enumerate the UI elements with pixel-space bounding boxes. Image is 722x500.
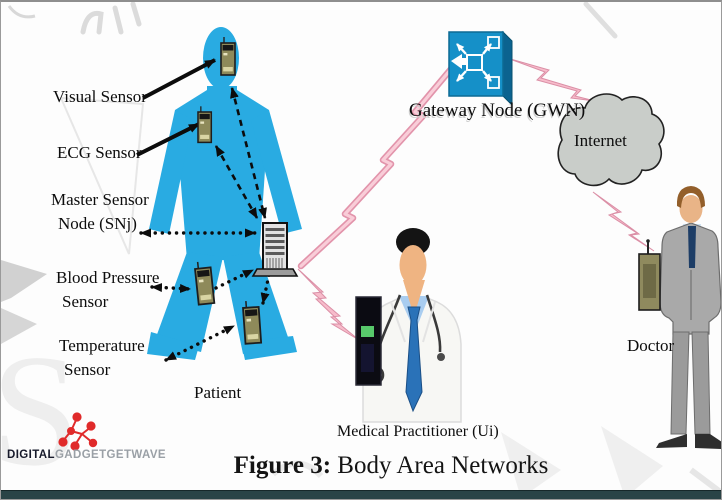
bottom-bar — [1, 490, 721, 499]
visual-sensor-label: Visual Sensor — [53, 87, 147, 106]
doctor-figure — [656, 186, 721, 449]
brand-watermark: DIGITALGADGETGETWAVE — [7, 449, 166, 461]
brand-bold-text: DIGITAL — [7, 449, 55, 461]
visual-sensor-icon — [220, 36, 236, 76]
svg-text:S: S — [1, 321, 80, 499]
medical-practitioner-figure — [362, 228, 462, 423]
wireless-link-node-gateway — [297, 65, 455, 270]
gateway-switch-icon — [448, 30, 513, 107]
patient-label: Patient — [194, 383, 242, 402]
ecg-sensor-icon — [197, 105, 213, 144]
temperature-label-line2: Sensor — [64, 360, 111, 379]
figure-caption: Figure 3: Body Area Networks — [131, 452, 651, 480]
master-sensor-label-line1: Master Sensor — [51, 190, 149, 209]
red-network-graph-icon — [58, 412, 98, 451]
blood-pressure-label-line2: Sensor — [62, 292, 109, 311]
label-arrows-dotted — [139, 228, 276, 362]
label-arrows-solid — [136, 58, 216, 157]
temperature-label-line1: Temperature — [59, 336, 145, 355]
practitioner-label: Medical Practitioner (Ui) — [337, 423, 499, 440]
doctor-label: Doctor — [627, 336, 675, 355]
figure-caption-number: Figure 3: — [233, 452, 332, 479]
sensor-node-arrows-dashed — [214, 87, 267, 219]
figure-caption-title: Body Area Networks — [331, 452, 549, 479]
practitioner-device-icon — [355, 296, 382, 386]
gateway-node-label: Gateway Node (GWN) — [409, 100, 586, 121]
ecg-sensor-label: ECG Sensor — [57, 143, 142, 162]
internet-cloud-icon — [557, 93, 665, 187]
doctor-device-icon — [638, 239, 661, 311]
blood-pressure-label-line1: Blood Pressure — [56, 268, 160, 287]
brand-rest-text: GADGETGETWAVE — [54, 449, 167, 461]
patient-figure — [147, 27, 302, 360]
master-node-tower-icon — [251, 222, 299, 277]
master-sensor-label-line2: Node (SNj) — [58, 214, 137, 233]
internet-label: Internet — [574, 131, 627, 150]
